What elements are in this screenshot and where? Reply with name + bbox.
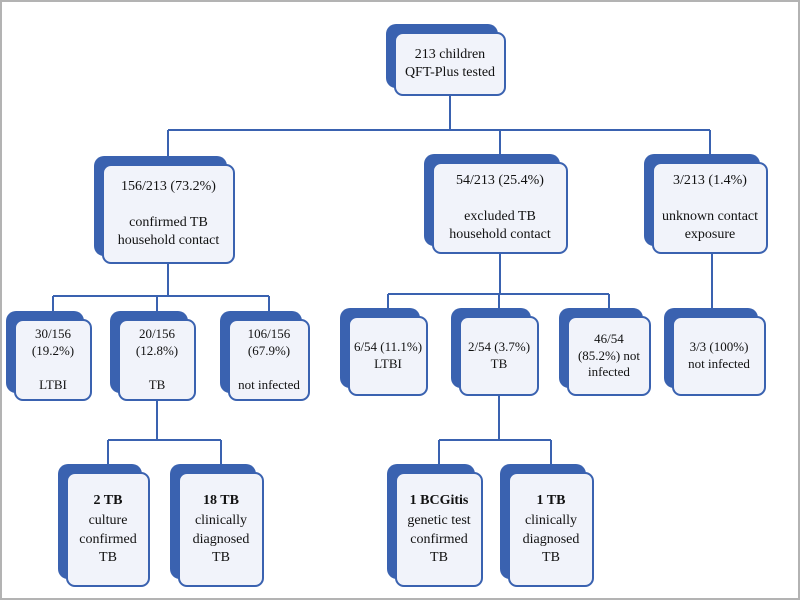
node-confirmed-ltbi-card: 30/156 (19.2%) LTBI — [14, 319, 92, 401]
node-unknown-not-infected-label: 3/3 (100%) not infected — [688, 339, 750, 371]
node-unknown-not-infected: 3/3 (100%) not infected — [664, 308, 766, 396]
node-tb-clinically-diagnosed-body: clinically diagnosed TB — [192, 513, 250, 565]
node-tb-clinically-diagnosed-2-card: 1 TB clinically diagnosed TB — [508, 472, 594, 587]
node-unknown-not-infected-card: 3/3 (100%) not infected — [672, 316, 766, 396]
node-confirmed-contact-card: 156/213 (73.2%) confirmed TB household c… — [102, 164, 235, 264]
node-tb-culture-confirmed: 2 TB culture confirmed TB — [58, 464, 150, 587]
node-bcgitis-confirmed-body: genetic test confirmed TB — [407, 513, 471, 565]
node-confirmed-ltbi: 30/156 (19.2%) LTBI — [6, 311, 92, 401]
node-bcgitis-confirmed-card: 1 BCGitis genetic test confirmed TB — [395, 472, 483, 587]
node-excluded-not-infected-card: 46/54 (85.2%) not infected — [567, 316, 651, 396]
node-confirmed-tb-label: 20/156 (12.8%) TB — [135, 326, 179, 392]
node-root-label: 213 children QFT-Plus tested — [404, 46, 496, 80]
node-confirmed-tb-card: 20/156 (12.8%) TB — [118, 319, 196, 401]
node-excluded-tb-card: 2/54 (3.7%) TB — [459, 316, 539, 396]
node-excluded-not-infected-label: 46/54 (85.2%) not infected — [577, 330, 641, 380]
connector-path — [52, 96, 713, 472]
node-excluded-ltbi-label: 6/54 (11.1%) LTBI — [353, 339, 423, 371]
node-excluded-contact: 54/213 (25.4%) excluded TB household con… — [424, 154, 568, 254]
node-unknown-exposure: 3/213 (1.4%) unknown contact exposure — [644, 154, 768, 254]
node-confirmed-contact: 156/213 (73.2%) confirmed TB household c… — [94, 156, 235, 264]
node-tb-clinically-diagnosed-title: 18 TB — [203, 493, 239, 509]
node-excluded-ltbi: 6/54 (11.1%) LTBI — [340, 308, 428, 396]
node-tb-clinically-diagnosed-card: 18 TB clinically diagnosed TB — [178, 472, 264, 587]
node-tb-clinically-diagnosed-2-body: clinically diagnosed TB — [522, 513, 580, 565]
node-unknown-exposure-card: 3/213 (1.4%) unknown contact exposure — [652, 162, 768, 254]
node-confirmed-contact-label: 156/213 (73.2%) confirmed TB household c… — [117, 178, 220, 249]
node-excluded-contact-label: 54/213 (25.4%) excluded TB household con… — [449, 172, 551, 243]
node-confirmed-tb: 20/156 (12.8%) TB — [110, 311, 196, 401]
node-tb-culture-confirmed-card: 2 TB culture confirmed TB — [66, 472, 150, 587]
node-excluded-ltbi-card: 6/54 (11.1%) LTBI — [348, 316, 428, 396]
node-confirmed-not-infected-card: 106/156 (67.9%) not infected — [228, 319, 310, 401]
node-root-card: 213 children QFT-Plus tested — [394, 32, 506, 96]
node-bcgitis-confirmed-title: 1 BCGitis — [409, 493, 469, 509]
node-confirmed-not-infected: 106/156 (67.9%) not infected — [220, 311, 310, 401]
node-tb-clinically-diagnosed-2-title: 1 TB — [536, 493, 566, 509]
node-tb-culture-confirmed-body: culture confirmed TB — [79, 513, 137, 565]
node-tb-clinically-diagnosed-2: 1 TB clinically diagnosed TB — [500, 464, 594, 587]
node-excluded-not-infected: 46/54 (85.2%) not infected — [559, 308, 651, 396]
node-tb-culture-confirmed-title: 2 TB — [93, 493, 123, 509]
node-confirmed-ltbi-label: 30/156 (19.2%) LTBI — [31, 326, 75, 392]
node-root: 213 children QFT-Plus tested — [386, 24, 506, 96]
node-excluded-tb: 2/54 (3.7%) TB — [451, 308, 539, 396]
node-excluded-tb-label: 2/54 (3.7%) TB — [467, 339, 531, 371]
node-bcgitis-confirmed: 1 BCGitis genetic test confirmed TB — [387, 464, 483, 587]
node-tb-clinically-diagnosed: 18 TB clinically diagnosed TB — [170, 464, 264, 587]
node-unknown-exposure-label: 3/213 (1.4%) unknown contact exposure — [661, 172, 759, 243]
node-excluded-contact-card: 54/213 (25.4%) excluded TB household con… — [432, 162, 568, 254]
node-confirmed-not-infected-label: 106/156 (67.9%) not infected — [238, 326, 300, 392]
